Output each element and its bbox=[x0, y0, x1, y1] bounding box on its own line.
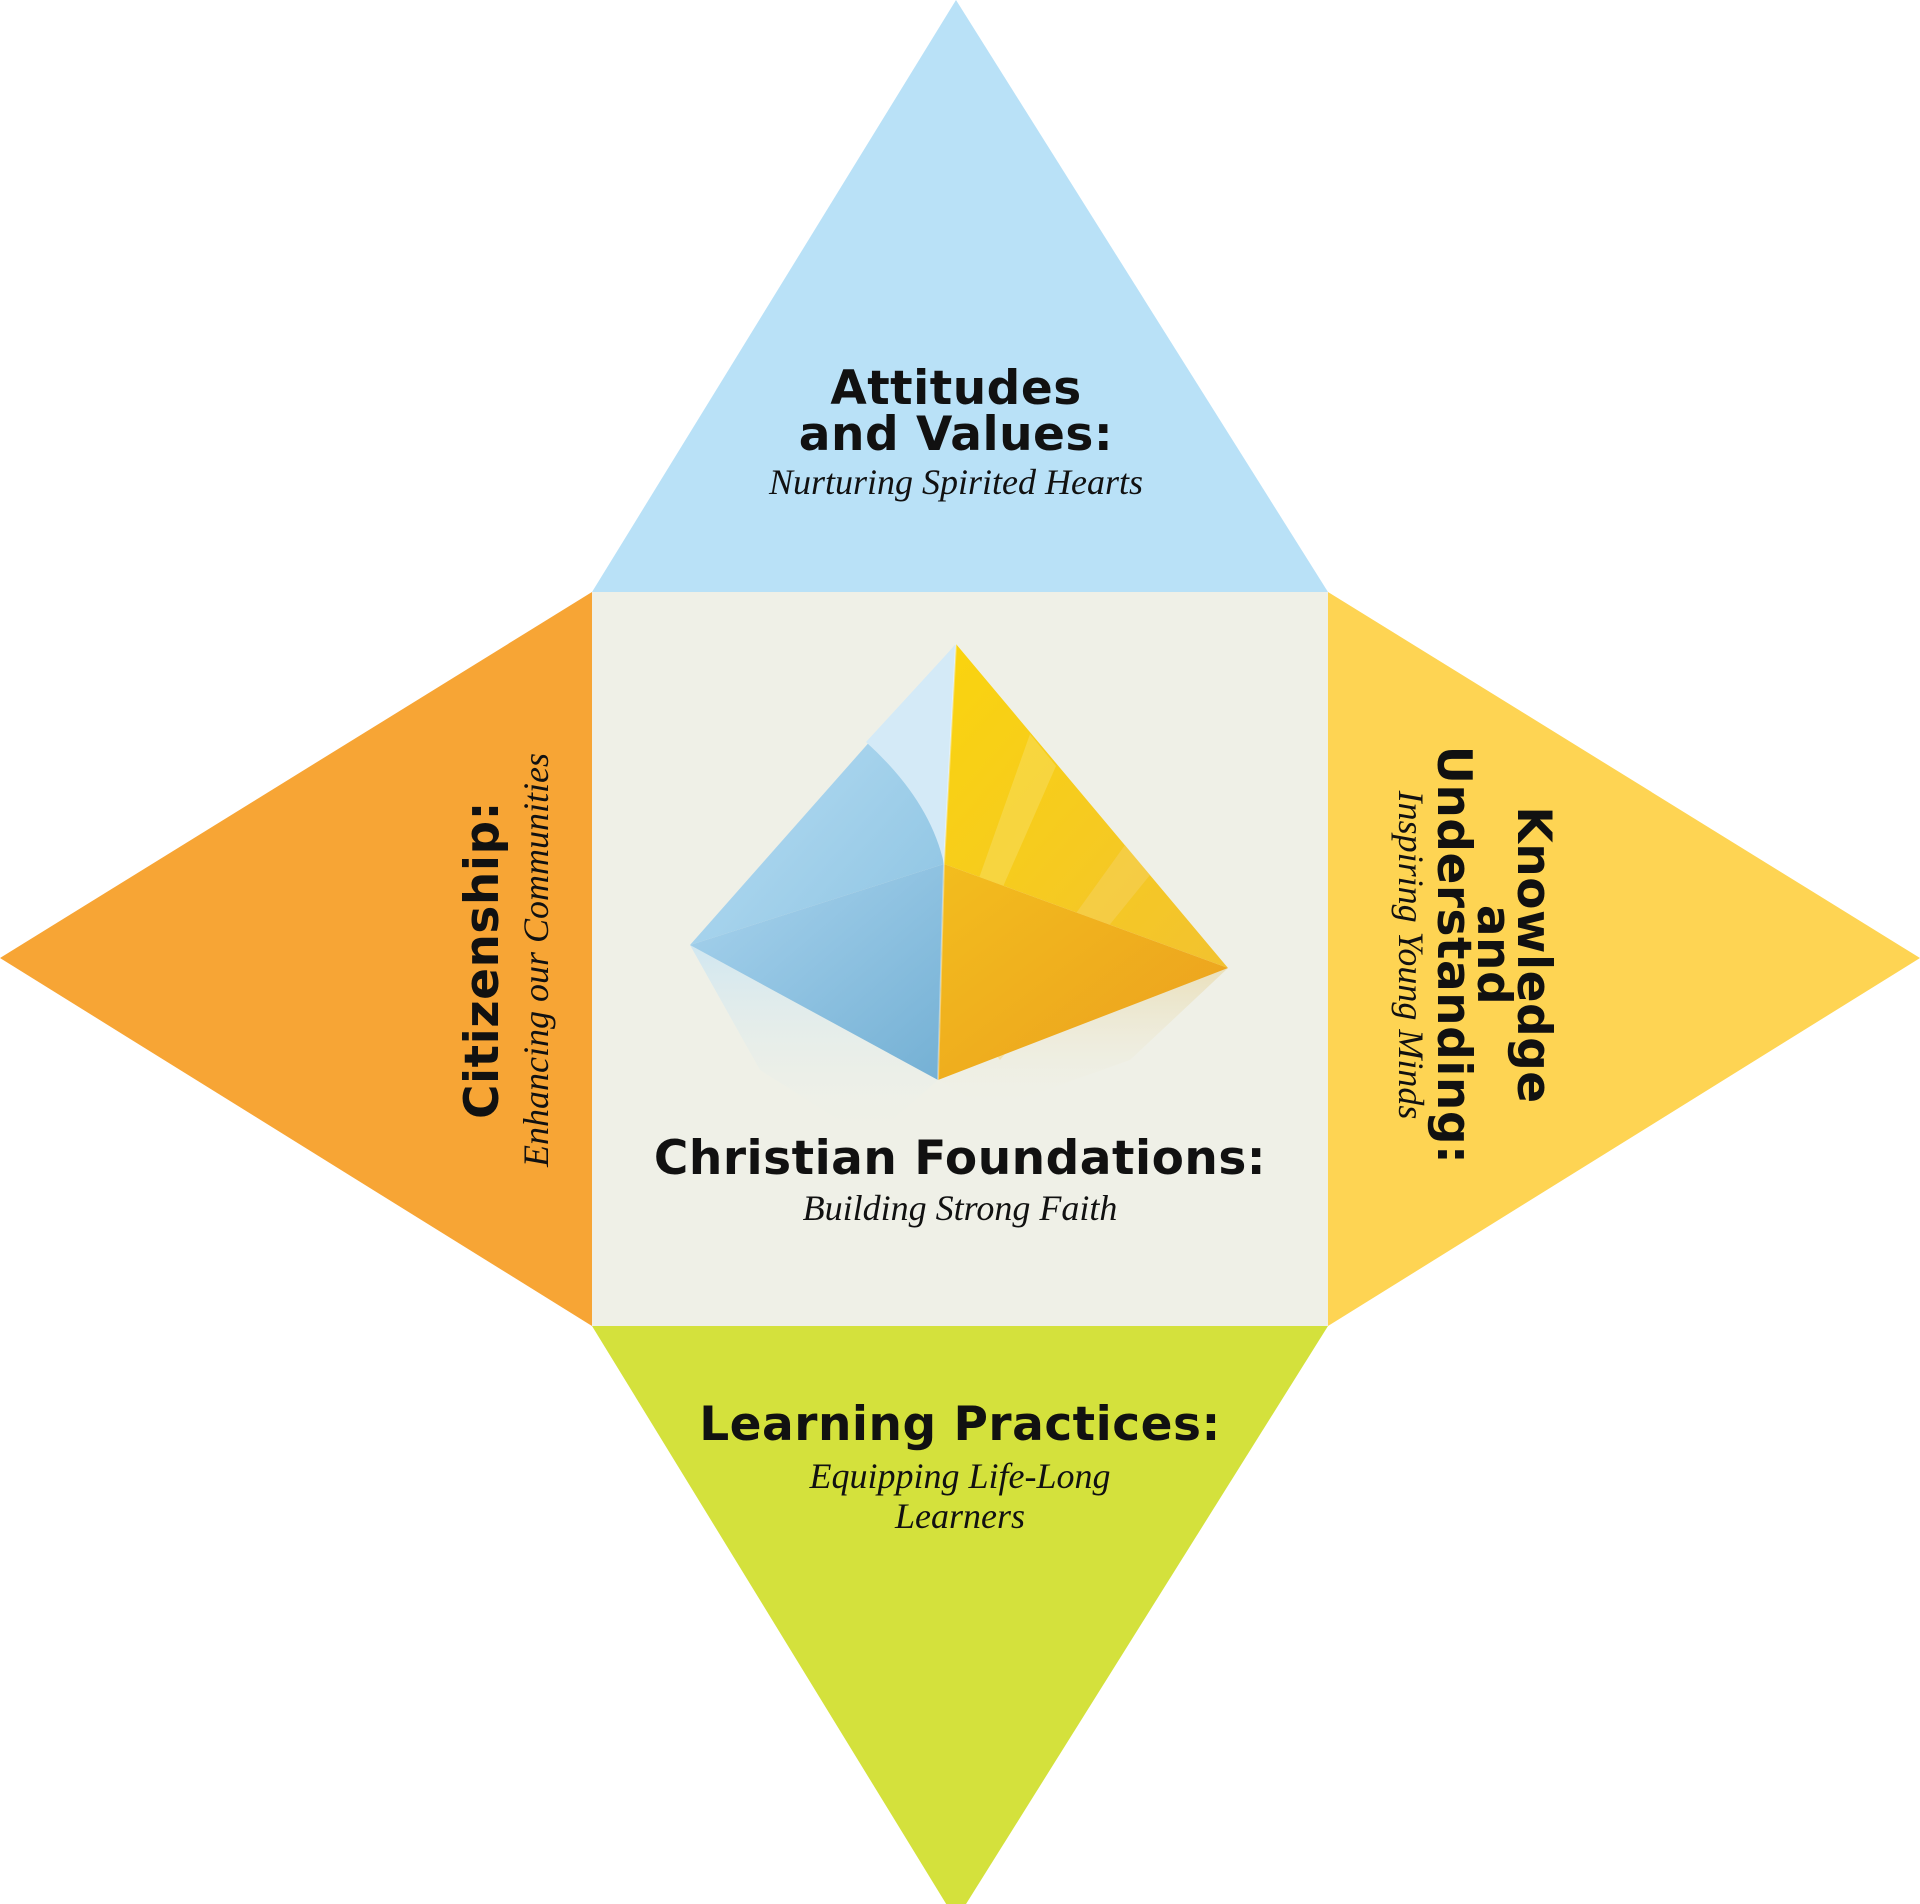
top-triangle bbox=[592, 0, 1328, 592]
center-title: Christian Foundations: bbox=[653, 1131, 1267, 1186]
pyramid-shadow-yellow bbox=[938, 968, 1228, 1110]
pyramid-face-yellow-upper bbox=[944, 644, 1228, 968]
top-title-line2: and Values: bbox=[798, 407, 1114, 462]
left-label: Citizenship: Enhancing our Communities bbox=[455, 660, 620, 1260]
pyramid-icon bbox=[690, 643, 1228, 1140]
pyramid-edge bbox=[937, 643, 957, 1081]
top-subtitle: Nurturing Spirited Hearts bbox=[768, 462, 1144, 502]
pyramid-face-blue-lower bbox=[690, 864, 944, 1080]
bottom-label: Learning Practices: Equipping Life-Long … bbox=[652, 1397, 1268, 1536]
center-subtitle: Building Strong Faith bbox=[802, 1188, 1118, 1228]
right-label: Knowledge and Understanding: Inspiring Y… bbox=[1343, 705, 1561, 1205]
right-title-line3: Understanding: bbox=[1426, 745, 1481, 1165]
right-subtitle: Inspiring Young Minds bbox=[1391, 790, 1431, 1120]
left-subtitle: Enhancing our Communities bbox=[516, 753, 556, 1167]
left-triangle bbox=[0, 592, 592, 1326]
pyramid-shadow-blue bbox=[690, 945, 938, 1140]
top-title-line1: Attitudes bbox=[830, 361, 1082, 416]
bottom-subtitle-line2: Learners bbox=[894, 1496, 1025, 1536]
right-triangle bbox=[1328, 592, 1920, 1326]
center-label: Christian Foundations: Building Strong F… bbox=[632, 1131, 1288, 1228]
top-label: Attitudes and Values: Nurturing Spirited… bbox=[692, 361, 1220, 502]
bottom-triangle bbox=[592, 1326, 1328, 1904]
left-title: Citizenship: bbox=[455, 801, 510, 1119]
bottom-subtitle-line1: Equipping Life-Long bbox=[809, 1456, 1111, 1496]
bottom-title: Learning Practices: bbox=[699, 1397, 1221, 1452]
pyramid-face-yellow-lower bbox=[938, 864, 1228, 1080]
pyramid-highlight bbox=[866, 644, 956, 864]
